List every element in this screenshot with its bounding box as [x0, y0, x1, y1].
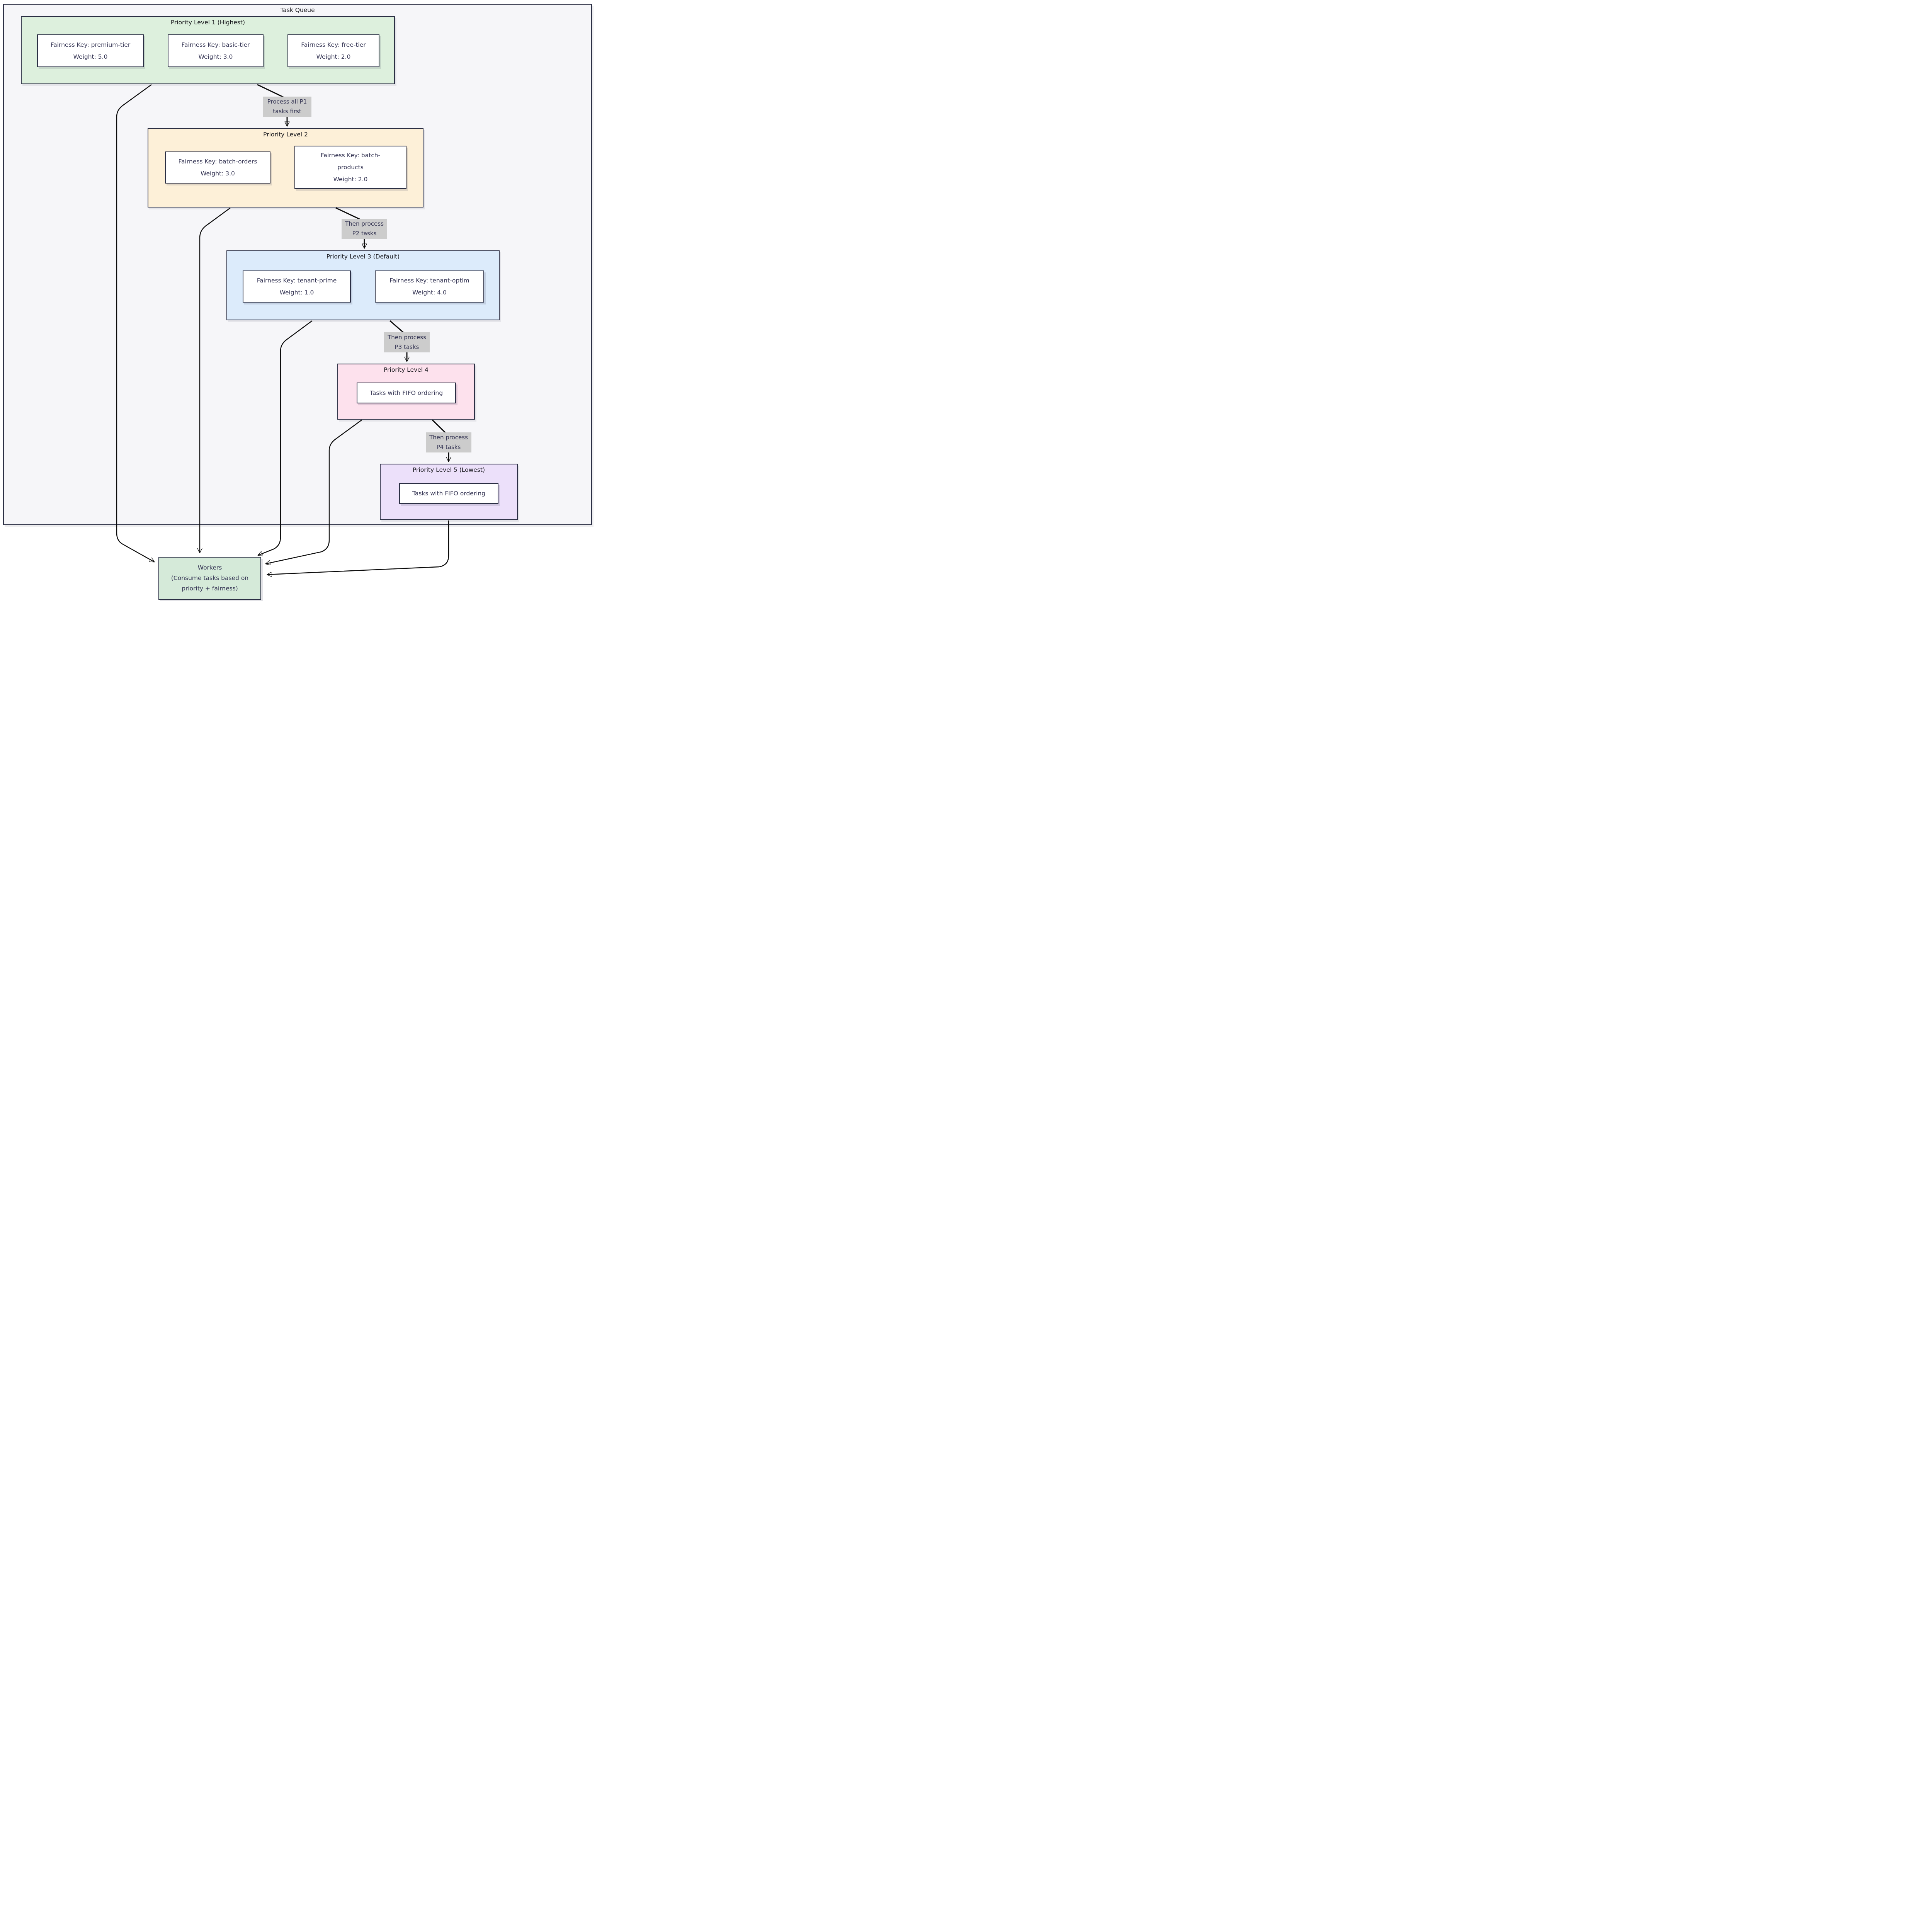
task-queue-title: Task Queue: [280, 7, 315, 14]
node-line: Weight: 2.0: [316, 53, 351, 60]
edge-label-line: tasks first: [273, 108, 301, 115]
node-line: Fairness Key: batch-: [320, 151, 381, 159]
node-line: Fairness Key: tenant-prime: [257, 277, 337, 284]
node-line: Fairness Key: tenant-optim: [389, 277, 469, 284]
node-free-tier: Fairness Key: free-tier Weight: 2.0: [287, 34, 379, 67]
edge-label-line: P4 tasks: [436, 444, 461, 451]
edge-label-process-p1: Process all P1 tasks first: [263, 97, 311, 117]
node-fifo-p4: Tasks with FIFO ordering: [357, 383, 456, 403]
edge-label-line: P2 tasks: [352, 230, 377, 237]
node-workers: Workers (Consume tasks based on priority…: [158, 557, 261, 600]
node-line: Weight: 5.0: [73, 53, 108, 60]
priority-level-5-title: Priority Level 5 (Lowest): [412, 466, 485, 473]
edge-p5-to-workers: [267, 520, 449, 575]
node-premium-tier: Fairness Key: premium-tier Weight: 5.0: [37, 34, 144, 67]
node-tenant-optim: Fairness Key: tenant-optim Weight: 4.0: [375, 270, 484, 303]
node-line: priority + fairness): [182, 585, 238, 592]
node-line: Tasks with FIFO ordering: [412, 490, 486, 497]
node-line: Workers: [197, 564, 222, 571]
node-line: Tasks with FIFO ordering: [369, 389, 443, 396]
node-batch-orders: Fairness Key: batch-orders Weight: 3.0: [165, 151, 270, 184]
priority-level-4-title: Priority Level 4: [384, 366, 429, 373]
node-batch-products: Fairness Key: batch- products Weight: 2.…: [294, 146, 406, 189]
priority-level-2-title: Priority Level 2: [263, 131, 308, 138]
edge-label-process-p4: Then process P4 tasks: [426, 432, 471, 452]
edge-label-line: Then process: [429, 434, 468, 441]
node-line: products: [337, 163, 364, 171]
node-line: Fairness Key: free-tier: [301, 41, 366, 48]
edge-label-line: Process all P1: [267, 98, 307, 105]
priority-level-3-title: Priority Level 3 (Default): [326, 253, 400, 260]
node-line: Weight: 4.0: [412, 289, 447, 296]
node-line: Fairness Key: premium-tier: [50, 41, 131, 48]
edge-label-line: Then process: [345, 220, 384, 227]
node-line: Weight: 2.0: [333, 175, 368, 183]
edge-label-line: P3 tasks: [395, 344, 419, 350]
node-line: (Consume tasks based on: [171, 575, 249, 582]
node-line: Weight: 1.0: [279, 289, 314, 296]
node-line: Weight: 3.0: [198, 53, 233, 60]
edge-label-process-p3: Then process P3 tasks: [384, 332, 430, 352]
edge-label-line: Then process: [388, 334, 426, 341]
node-basic-tier: Fairness Key: basic-tier Weight: 3.0: [168, 34, 264, 67]
node-tenant-prime: Fairness Key: tenant-prime Weight: 1.0: [243, 270, 351, 303]
edge-label-process-p2: Then process P2 tasks: [342, 219, 387, 239]
node-fifo-p5: Tasks with FIFO ordering: [399, 483, 498, 504]
node-line: Weight: 3.0: [201, 170, 235, 177]
priority-level-1-title: Priority Level 1 (Highest): [170, 19, 245, 26]
node-line: Fairness Key: batch-orders: [178, 158, 257, 165]
node-line: Fairness Key: basic-tier: [181, 41, 250, 48]
flowchart-canvas: Task Queue Priority Level 1 (Highest) Fa…: [0, 0, 596, 601]
